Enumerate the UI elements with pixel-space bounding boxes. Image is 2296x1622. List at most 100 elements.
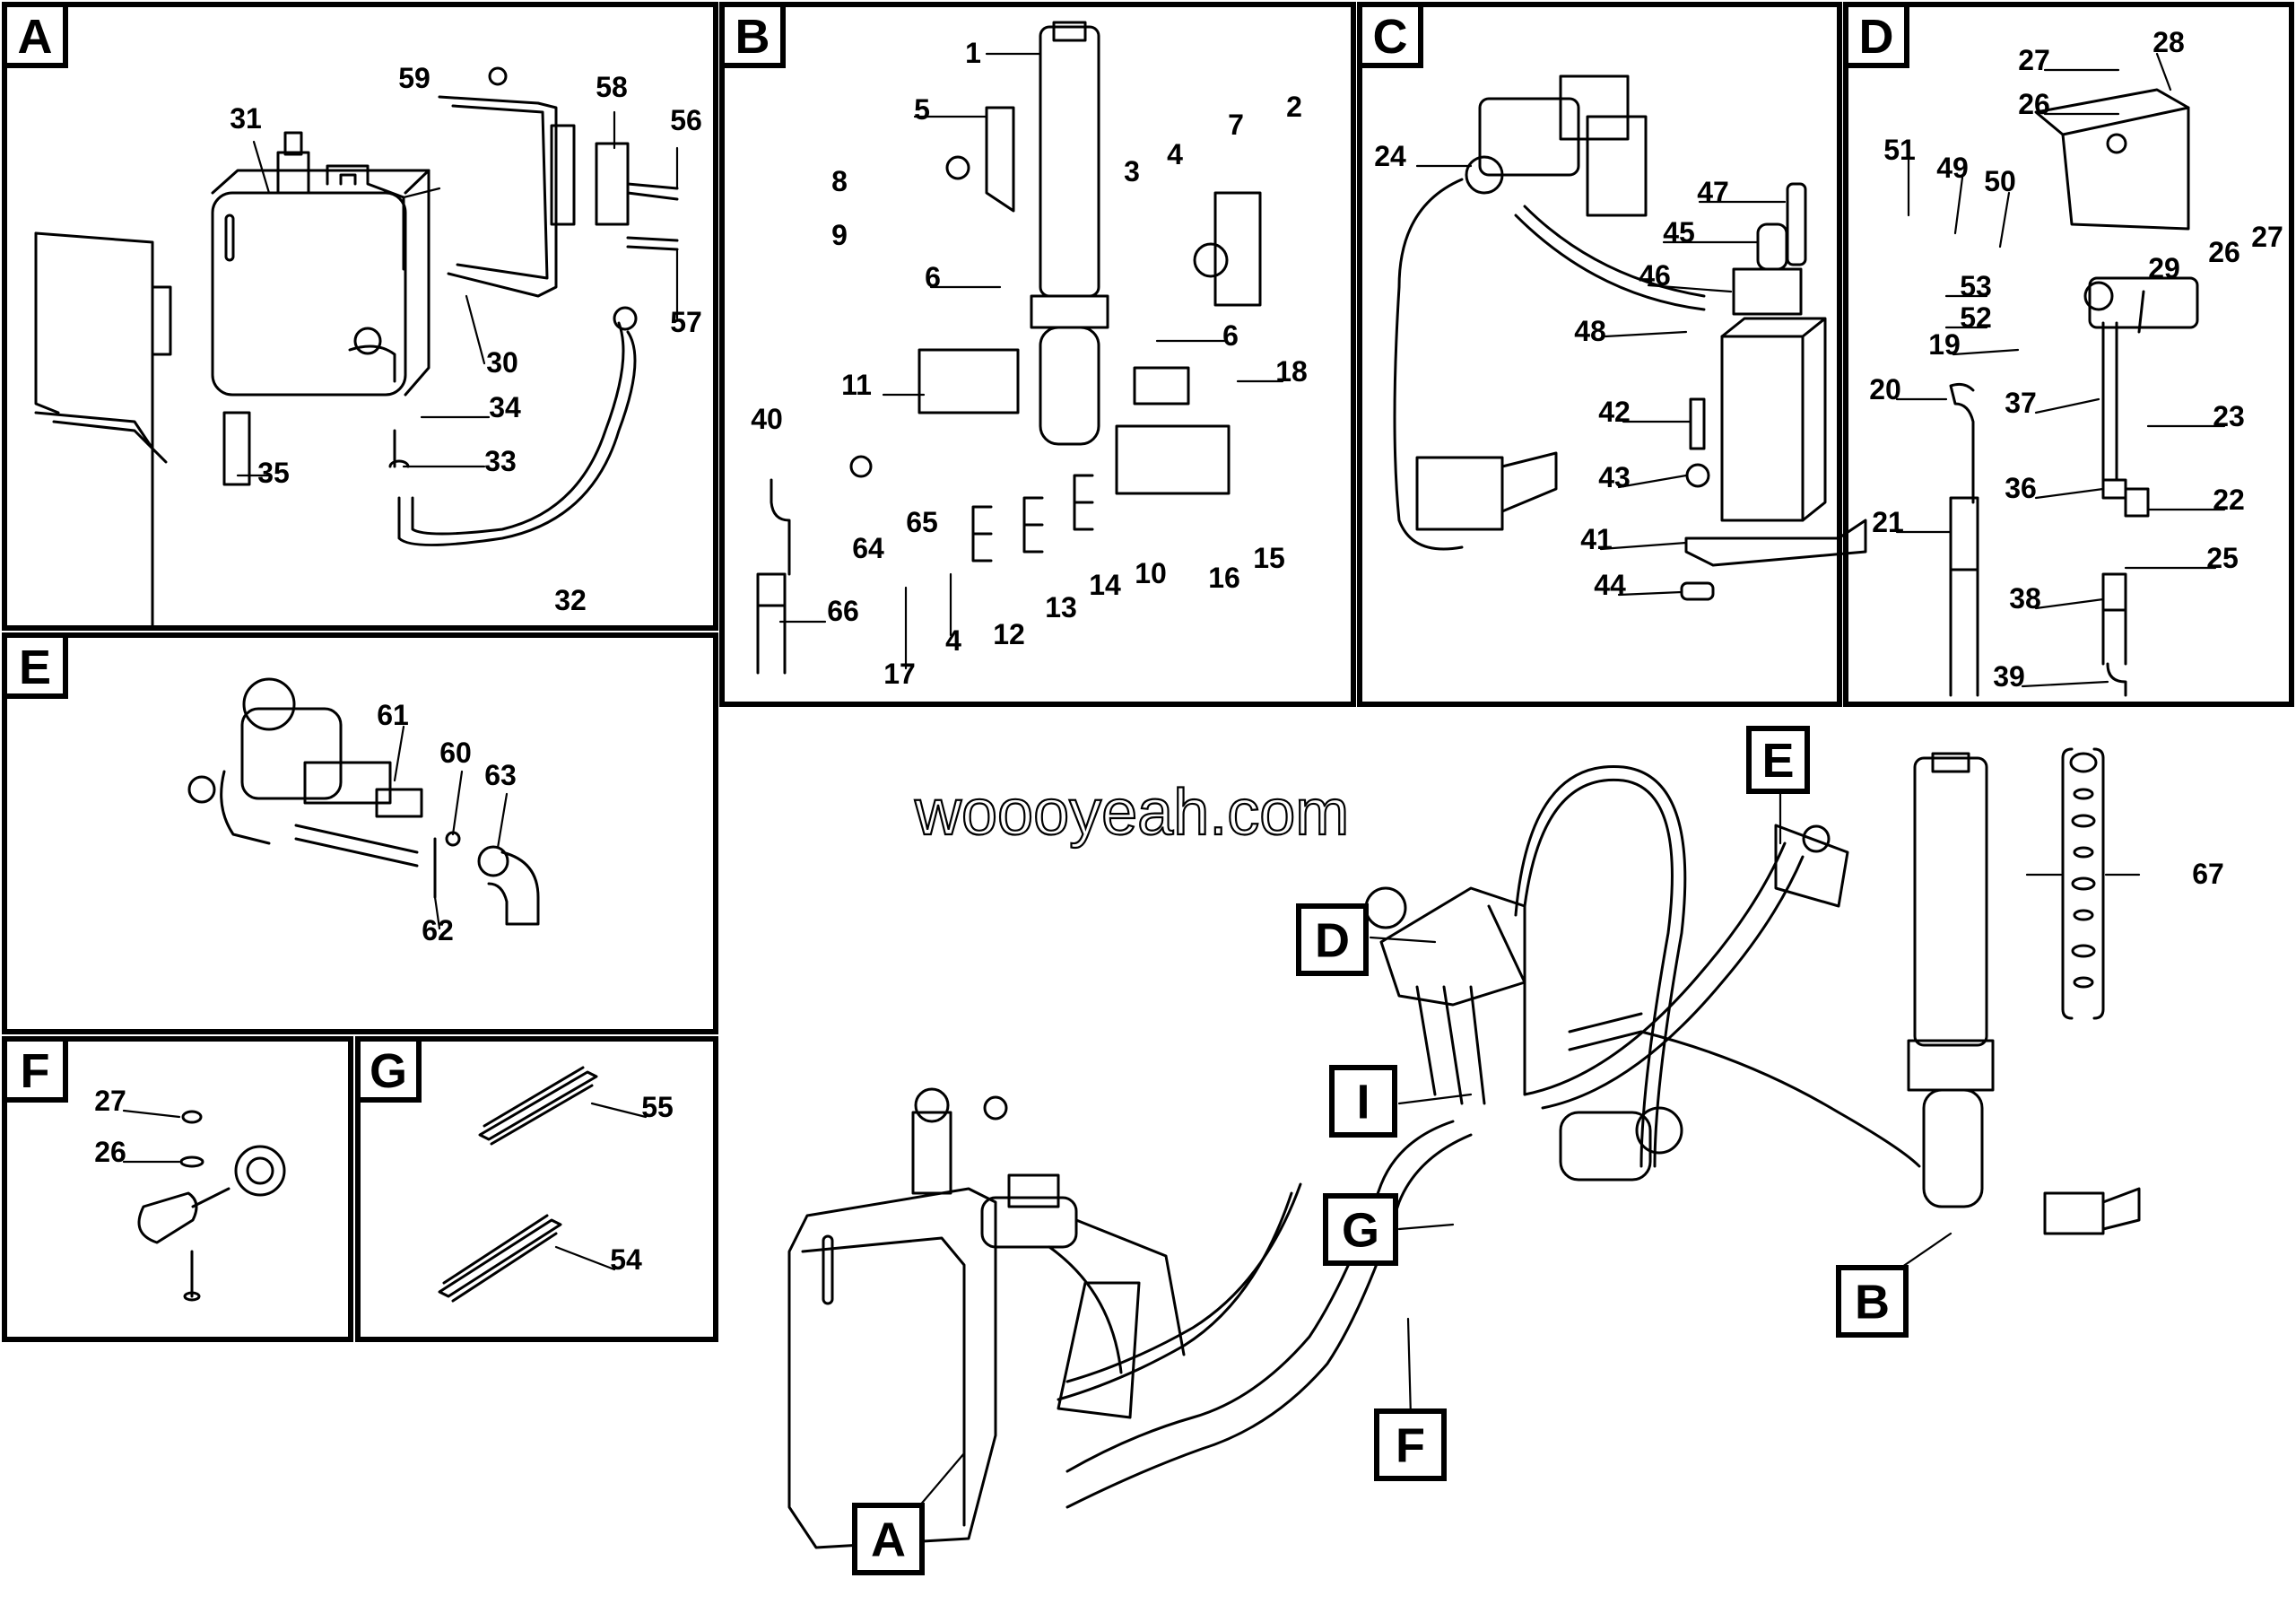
part-number-label: 3 xyxy=(1124,155,1140,187)
part-number-label: 22 xyxy=(2213,484,2245,516)
part-number-label: 28 xyxy=(2152,26,2185,58)
callout-box-g xyxy=(1323,1193,1398,1266)
panel-letter-e: E xyxy=(19,641,51,694)
part-number-label: 19 xyxy=(1928,328,1961,361)
clamp-illustration xyxy=(137,1110,286,1302)
part-number-label: 18 xyxy=(1275,355,1308,388)
callout-box-i xyxy=(1329,1065,1397,1138)
part-number-label: 42 xyxy=(1598,396,1631,428)
callout-letter-d: D xyxy=(1315,914,1350,968)
part-number-label: 21 xyxy=(1872,506,1904,538)
part-number-label: 49 xyxy=(1936,152,1969,184)
callout-letter-g: G xyxy=(1342,1204,1379,1258)
panel-letter-b: B xyxy=(735,10,770,64)
part-number-label: 58 xyxy=(596,71,628,103)
part-number-label: 50 xyxy=(1984,165,2016,197)
part-number-label: 40 xyxy=(751,403,783,435)
callout-letter-i: I xyxy=(1356,1076,1370,1129)
panel-frame-d xyxy=(1843,2,2294,707)
part-number-label: 14 xyxy=(1089,569,1121,601)
part-number-label: 4 xyxy=(945,624,961,657)
part-number-label: 61 xyxy=(377,699,409,731)
part-number-label: 54 xyxy=(610,1243,642,1276)
part-number-label: 47 xyxy=(1697,176,1729,208)
part-number-label: 51 xyxy=(1883,134,1916,166)
panel-tab-a xyxy=(2,2,68,68)
part-number-label: 33 xyxy=(484,445,517,477)
panel-tab-c xyxy=(1357,2,1423,68)
part-number-label: 31 xyxy=(230,102,262,135)
part-number-label: 39 xyxy=(1993,660,2025,693)
part-number-label: 29 xyxy=(2148,252,2180,284)
part-number-label: 9 xyxy=(831,219,848,251)
panel-frame-a xyxy=(2,2,718,631)
part-number-label: 37 xyxy=(2005,387,2037,419)
part-number-label: 20 xyxy=(1869,373,1901,406)
part-number-label: 60 xyxy=(439,737,472,769)
part-number-label: 1 xyxy=(965,37,981,69)
tank-assembly-illustration xyxy=(34,66,679,630)
part-number-label: 4 xyxy=(1167,138,1183,170)
watermark-text: woooyeah.com xyxy=(914,777,1349,849)
panel-frame-g xyxy=(355,1036,718,1342)
callout-box-f xyxy=(1374,1408,1447,1481)
part-number-label: 36 xyxy=(2005,472,2037,504)
part-number-label: 57 xyxy=(670,306,702,338)
part-number-label: 59 xyxy=(398,62,430,94)
part-number-label: 17 xyxy=(883,658,916,690)
part-number-label: 26 xyxy=(2208,236,2240,268)
panel-letter-c: C xyxy=(1373,10,1408,64)
part-number-label: 45 xyxy=(1663,216,1695,249)
panel-frame-c xyxy=(1357,2,1842,707)
part-number-label: 48 xyxy=(1574,315,1606,347)
panel-tab-d xyxy=(1843,2,1909,68)
part-number-label: 6 xyxy=(1222,319,1239,352)
part-number-label: 38 xyxy=(2009,582,2041,615)
callout-box-d xyxy=(1296,903,1369,976)
line-art xyxy=(34,21,2226,1549)
part-number-label: 43 xyxy=(1598,461,1631,493)
part-number-label: 55 xyxy=(641,1091,674,1123)
part-number-label: 63 xyxy=(484,759,517,791)
callout-box-a xyxy=(852,1503,925,1575)
part-number-label: 15 xyxy=(1253,542,1285,574)
part-number-label: 27 xyxy=(94,1085,126,1117)
part-number-label: 41 xyxy=(1580,523,1613,555)
part-number-label: 16 xyxy=(1208,562,1240,594)
callout-box-e xyxy=(1746,726,1810,794)
panel-letter-d: D xyxy=(1859,10,1894,64)
part-number-label: 46 xyxy=(1639,259,1671,292)
part-number-label: 53 xyxy=(1960,270,1992,302)
part-number-label: 44 xyxy=(1594,569,1626,601)
leader-lines xyxy=(122,52,2226,1521)
part-number-label: 6 xyxy=(925,261,941,293)
panel-frame-f xyxy=(2,1036,353,1342)
callout-box-b xyxy=(1836,1265,1909,1338)
part-number-label: 62 xyxy=(422,914,454,946)
part-number-label: 27 xyxy=(2018,44,2050,76)
fittings-illustration xyxy=(1949,88,2199,697)
pump-illustration xyxy=(187,677,540,926)
part-number-label: 64 xyxy=(852,532,884,564)
part-number-label: 27 xyxy=(2251,221,2283,253)
part-number-label: 66 xyxy=(827,595,859,627)
panel-letter-f: F xyxy=(21,1044,50,1098)
part-number-label: 32 xyxy=(554,584,587,616)
part-number-label: 10 xyxy=(1135,557,1167,589)
part-number-label: 5 xyxy=(914,93,930,126)
strip-illustration xyxy=(438,1066,598,1303)
part-number-label: 56 xyxy=(670,104,702,136)
part-number-label: 13 xyxy=(1045,591,1077,624)
callout-letter-f: F xyxy=(1396,1419,1425,1473)
panel-letter-g: G xyxy=(370,1044,407,1098)
part-number-label: 26 xyxy=(2018,88,2050,120)
part-number-label: 12 xyxy=(993,618,1025,650)
part-number-label: 67 xyxy=(2192,858,2224,890)
part-number-label: 30 xyxy=(486,346,518,379)
part-number-label: 7 xyxy=(1228,109,1244,141)
cylinder-assembly-illustration xyxy=(756,21,1262,675)
